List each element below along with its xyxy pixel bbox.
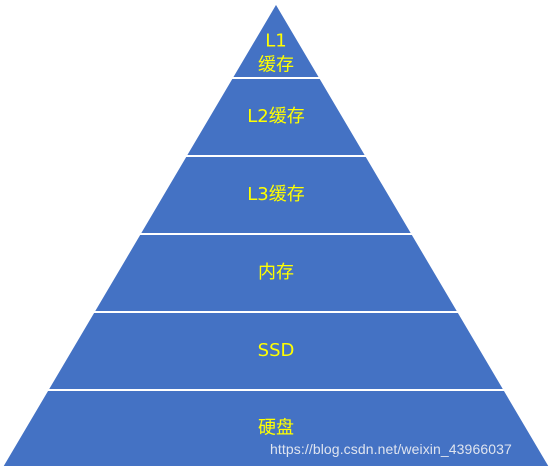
tier-ssd-label: SSD bbox=[258, 340, 295, 361]
tier-l1-cache-label-1: L1 bbox=[265, 31, 286, 52]
tier-hard-disk-label: 硬盘 bbox=[258, 418, 294, 439]
tier-hard-disk-shape bbox=[0, 389, 552, 468]
tier-l2-cache-label: L2缓存 bbox=[247, 106, 304, 127]
tier-l1-cache-label-2: 缓存 bbox=[258, 55, 294, 76]
watermark-url: https://blog.csdn.net/weixin_43966037 bbox=[270, 441, 512, 457]
tier-memory-label: 内存 bbox=[258, 262, 294, 283]
tier-l3-cache-label: L3缓存 bbox=[247, 184, 304, 205]
